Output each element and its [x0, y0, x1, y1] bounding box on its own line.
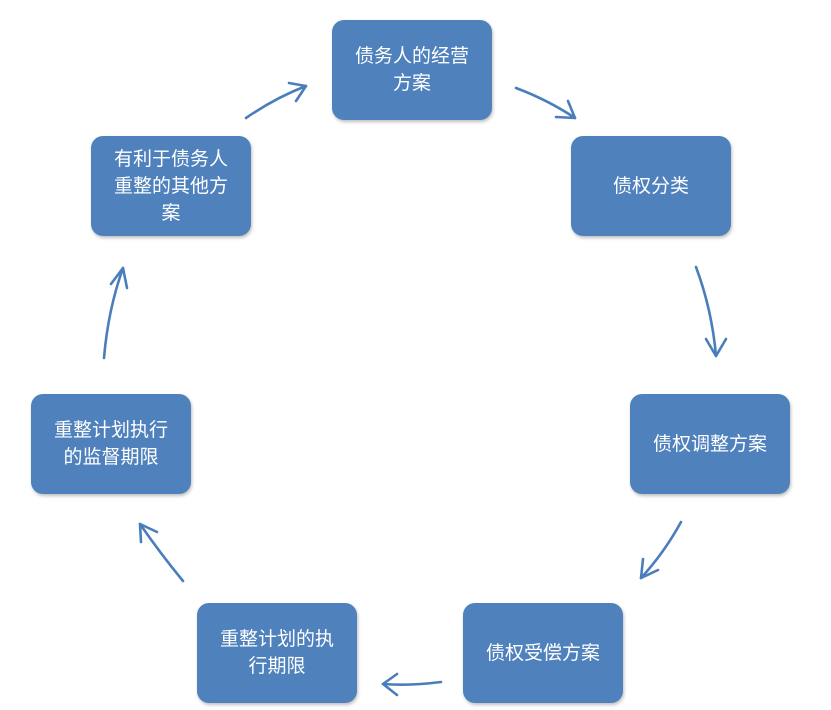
node-label: 债权受偿方案: [485, 641, 600, 664]
node-claim-repayment-plan: 债权受偿方案: [463, 603, 623, 703]
node-label: 债权调整方案: [652, 432, 767, 455]
node-label: 债权分类: [612, 174, 689, 197]
node-other-reorganization-plans: 有利于债务人 重整的其他方 案: [91, 136, 251, 236]
node-execution-period: 重整计划的执 行期限: [197, 603, 357, 703]
node-label: 重整计划执行 的监督期限: [53, 419, 168, 468]
arrow-icon: [514, 86, 577, 120]
arrow-icon: [102, 266, 129, 360]
node-claim-classification: 债权分类: [571, 136, 731, 236]
arrow-icon: [244, 81, 308, 120]
node-label: 有利于债务人 重整的其他方 案: [113, 147, 228, 224]
arrow-icon: [138, 522, 185, 583]
node-debtor-operation-plan: 债务人的经营 方案: [332, 20, 492, 120]
node-label: 重整计划的执 行期限: [219, 628, 334, 677]
arrow-icon: [639, 520, 683, 580]
arrow-icon: [381, 672, 443, 697]
node-supervision-period: 重整计划执行 的监督期限: [31, 394, 191, 494]
node-claim-adjustment-plan: 债权调整方案: [630, 394, 790, 494]
node-label: 债务人的经营 方案: [354, 45, 469, 94]
arrow-icon: [694, 265, 728, 358]
